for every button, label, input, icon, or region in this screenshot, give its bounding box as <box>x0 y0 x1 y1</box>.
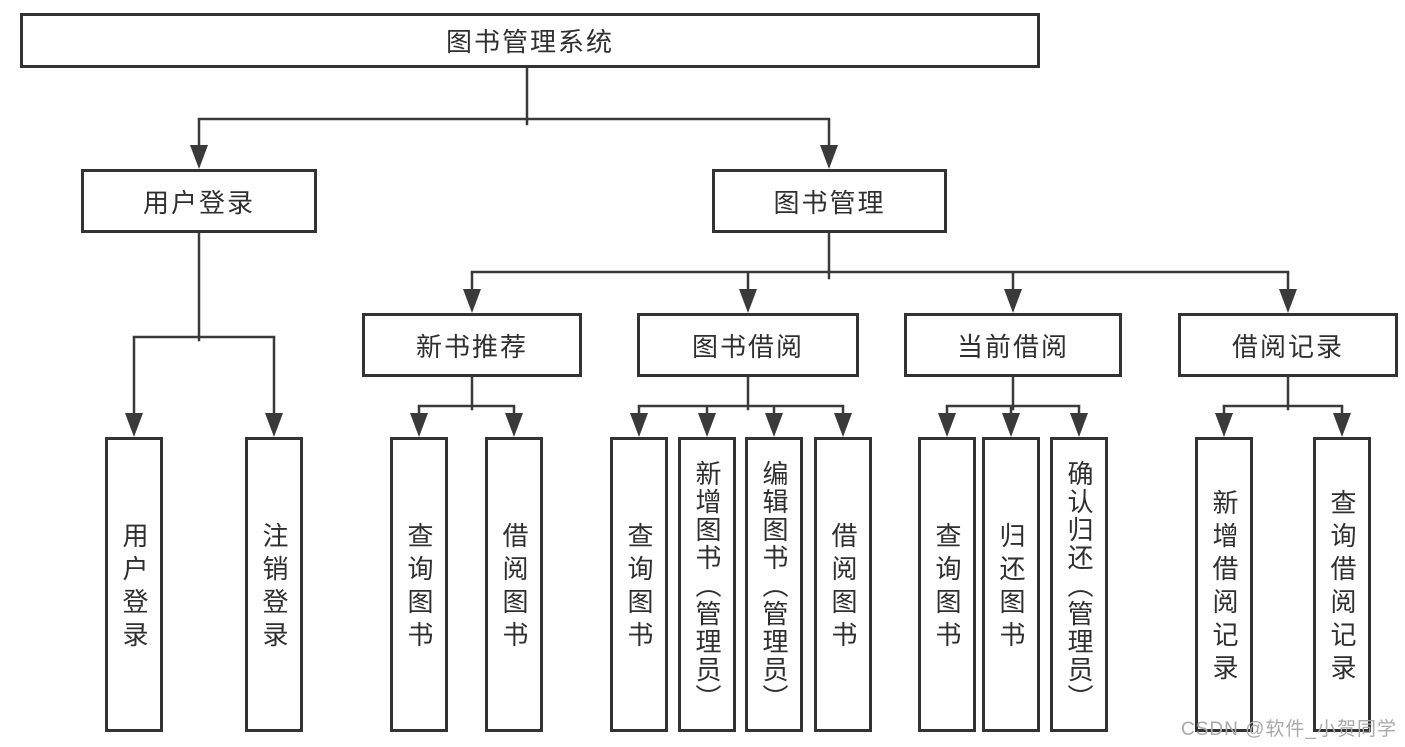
node-label: 借阅记录 <box>1231 331 1344 362</box>
node-borrow-books-recommend: 借阅图书 <box>485 437 543 732</box>
connector-root <box>190 66 838 169</box>
node-query-books-borrowing: 查询图书 <box>610 437 668 732</box>
node-label: 用户登录 <box>119 522 149 654</box>
connector-user-login <box>125 231 283 437</box>
node-book-borrowing: 图书借阅 <box>637 313 859 377</box>
node-book-management: 图书管理 <box>712 169 947 233</box>
connector-book-management <box>463 231 1297 313</box>
csdn-watermark: CSDN @软件_小贺同学 <box>1181 719 1397 740</box>
node-label: 新增借阅记录 <box>1209 489 1239 687</box>
node-label: 确认归还（管理员） <box>1064 459 1094 712</box>
node-label: 查询借阅记录 <box>1327 489 1357 687</box>
node-label: 借阅图书 <box>499 522 529 654</box>
node-label: 图书借阅 <box>691 331 804 362</box>
node-label: 当前借阅 <box>956 331 1069 362</box>
connector-new-book-recommendation <box>410 375 523 437</box>
node-label: 查询图书 <box>932 522 962 654</box>
node-new-book-recommendation: 新书推荐 <box>362 313 582 377</box>
node-borrow-books-borrowing: 借阅图书 <box>814 437 872 732</box>
node-add-books-admin: 新增图书（管理员） <box>678 437 736 732</box>
node-query-books-recommend: 查询图书 <box>390 437 448 732</box>
node-label: 编辑图书（管理员） <box>759 459 789 712</box>
connector-book-borrowing <box>630 375 852 437</box>
node-label: 图书管理 <box>773 187 886 218</box>
node-logout: 注销登录 <box>245 437 303 732</box>
node-label: 查询图书 <box>404 522 434 654</box>
node-confirm-return-admin: 确认归还（管理员） <box>1050 437 1108 732</box>
node-library-management-system: 图书管理系统 <box>20 13 1040 68</box>
node-label: 用户登录 <box>142 187 255 218</box>
node-label: 新书推荐 <box>415 331 528 362</box>
node-borrowing-records: 借阅记录 <box>1178 313 1398 377</box>
node-current-borrowing: 当前借阅 <box>904 313 1122 377</box>
node-query-borrow-record: 查询借阅记录 <box>1313 437 1371 732</box>
node-return-books: 归还图书 <box>982 437 1040 732</box>
connector-borrowing-records <box>1215 375 1351 437</box>
node-label: 归还图书 <box>996 522 1026 654</box>
connector-current-borrowing <box>938 375 1088 437</box>
node-user-login: 用户登录 <box>81 169 317 233</box>
node-label: 查询图书 <box>624 522 654 654</box>
node-edit-books-admin: 编辑图书（管理员） <box>745 437 803 732</box>
node-label: 图书管理系统 <box>445 27 614 57</box>
node-label: 新增图书（管理员） <box>692 459 722 712</box>
node-label: 借阅图书 <box>828 522 858 654</box>
node-user-login-leaf: 用户登录 <box>105 437 163 732</box>
node-add-borrow-record: 新增借阅记录 <box>1195 437 1253 732</box>
node-label: 注销登录 <box>259 522 289 654</box>
node-query-books-current: 查询图书 <box>918 437 976 732</box>
